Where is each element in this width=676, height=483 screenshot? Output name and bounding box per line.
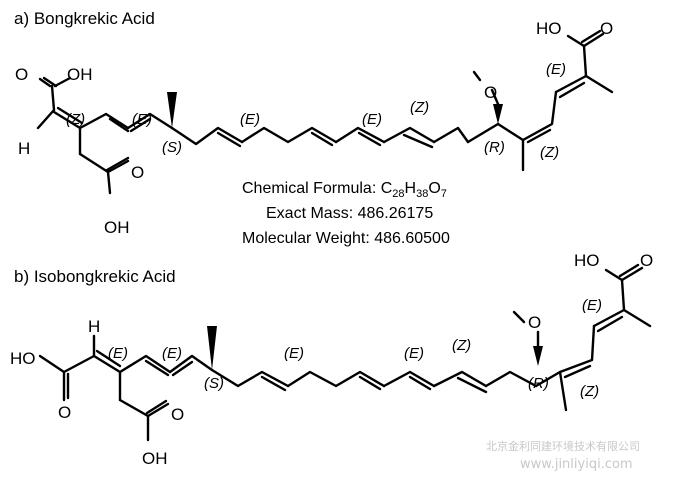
stereo-e: (E) xyxy=(404,345,424,362)
atom-oh: OH xyxy=(142,449,168,468)
stereo-z: (Z) xyxy=(410,99,429,116)
watermark-url: www.jinliyiqi.com xyxy=(520,457,633,472)
stereo-r: (R) xyxy=(484,139,505,156)
stereo-e: (E) xyxy=(546,61,566,78)
chemical-formula: Chemical Formula: C28H38O7 xyxy=(242,180,447,200)
watermark-company: 北京金利同建环境技术有限公司 xyxy=(486,439,640,453)
exact-mass: Exact Mass: 486.26175 xyxy=(266,205,433,222)
atom-ho: HO xyxy=(10,349,36,368)
stereo-z: (Z) xyxy=(66,111,85,128)
atom-ho: HO xyxy=(574,251,600,270)
stereo-e: (E) xyxy=(162,345,182,362)
panel-b: b) Isobongkrekic Acid xyxy=(10,251,653,468)
watermark: 北京金利同建环境技术有限公司 www.jinliyiqi.com xyxy=(486,439,640,472)
atom-o: O xyxy=(15,65,28,84)
stereo-e: (E) xyxy=(582,297,602,314)
atom-oh: OH xyxy=(67,65,93,84)
atom-o: O xyxy=(131,163,144,182)
stereo-z: (Z) xyxy=(580,383,599,400)
atom-o: O xyxy=(58,403,71,422)
atom-o: O xyxy=(600,19,613,38)
atom-o: O xyxy=(171,405,184,424)
panel-b-title: b) Isobongkrekic Acid xyxy=(14,267,176,286)
atom-h: H xyxy=(88,317,100,336)
stereo-e: (E) xyxy=(362,111,382,128)
panel-a: a) Bongkrekic Acid xyxy=(14,9,613,247)
stereo-e: (E) xyxy=(132,111,152,128)
atom-o: O xyxy=(484,83,497,102)
molecular-weight: Molecular Weight: 486.60500 xyxy=(242,230,450,247)
stereo-z: (Z) xyxy=(452,337,471,354)
panel-a-skeleton xyxy=(36,29,614,195)
atom-o: O xyxy=(640,251,653,270)
panel-b-skeleton xyxy=(38,263,652,442)
atom-ho: HO xyxy=(536,19,562,38)
stereo-e: (E) xyxy=(240,111,260,128)
stereo-s: (S) xyxy=(204,375,224,392)
atom-h: H xyxy=(18,139,30,158)
stereo-s: (S) xyxy=(162,139,182,156)
stereo-z: (Z) xyxy=(540,144,559,161)
panel-a-title: a) Bongkrekic Acid xyxy=(14,9,155,28)
atom-oh: OH xyxy=(104,218,130,237)
stereo-e: (E) xyxy=(108,345,128,362)
stereo-e: (E) xyxy=(284,345,304,362)
stereo-r: (R) xyxy=(528,375,549,392)
atom-o: O xyxy=(528,313,541,332)
